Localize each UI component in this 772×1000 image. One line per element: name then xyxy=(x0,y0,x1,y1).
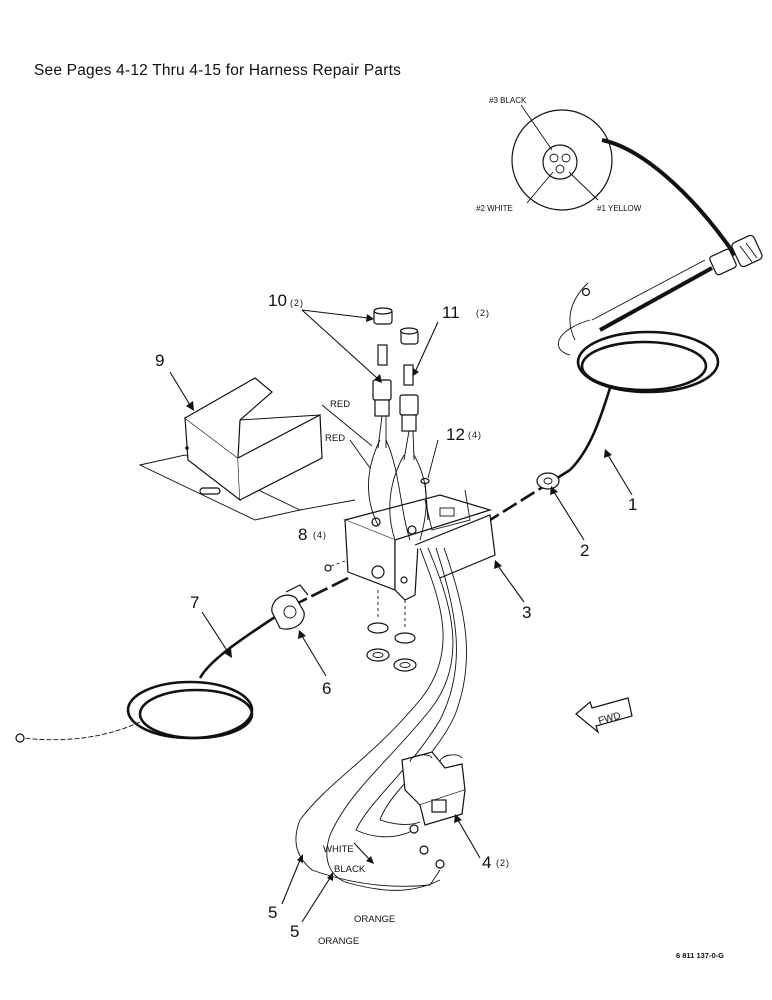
washers-nuts xyxy=(366,590,417,672)
callout-4-qty: (2) xyxy=(496,858,510,868)
callout-12: 12 xyxy=(446,425,465,444)
callout-10: 10 xyxy=(268,291,287,310)
clamp-item6 xyxy=(271,584,309,630)
harness-wires-item5 xyxy=(295,547,467,891)
callout-5a: 5 xyxy=(268,903,277,922)
shield-item9 xyxy=(138,377,356,521)
screw-item8 xyxy=(324,559,349,572)
callout-7: 7 xyxy=(190,593,199,612)
callout-2: 2 xyxy=(580,541,589,560)
callout-1: 1 xyxy=(628,495,637,514)
pin1-label: #1 YELLOW xyxy=(597,204,642,213)
header-note: See Pages 4-12 Thru 4-15 for Harness Rep… xyxy=(34,62,402,79)
grommet-item2 xyxy=(536,472,560,490)
callout-4: 4 xyxy=(482,853,491,872)
callout-labels: 1 2 3 4 (2) 5 5 6 7 8 (4) 9 10 (2) 11 (2… xyxy=(155,291,637,941)
callout-3: 3 xyxy=(522,603,531,622)
wire-black: BLACK xyxy=(334,864,366,875)
pin2-label: #2 WHITE xyxy=(476,204,513,213)
callout-10-qty: (2) xyxy=(290,298,304,308)
callout-9: 9 xyxy=(155,351,164,370)
wire-white: WHITE xyxy=(323,844,354,855)
fwd-arrow: FWD xyxy=(575,697,633,734)
callout-8-qty: (4) xyxy=(313,530,327,540)
bracket-item3 xyxy=(343,489,496,601)
callout-6: 6 xyxy=(322,679,331,698)
leader-lines xyxy=(169,309,633,923)
callout-11-qty: (2) xyxy=(476,308,490,318)
switches-item4 xyxy=(401,751,466,826)
callout-11: 11 xyxy=(442,303,460,322)
drawing-number: 6 811 137-0-G xyxy=(676,951,724,960)
wire-color-labels: RED RED WHITE BLACK ORANGE ORANGE xyxy=(318,399,395,947)
wire-orange-lower: ORANGE xyxy=(318,936,359,947)
wire-red-upper: RED xyxy=(330,399,350,410)
harness-connector xyxy=(558,234,763,356)
cable-coil-item1 xyxy=(489,330,720,522)
callout-12-qty: (4) xyxy=(468,430,482,440)
connector-inset: #3 BLACK #2 WHITE #1 YELLOW xyxy=(476,96,737,257)
callout-8: 8 xyxy=(298,525,307,544)
caps-and-switches xyxy=(321,307,427,541)
wire-red-lower: RED xyxy=(325,433,345,444)
pin3-label: #3 BLACK xyxy=(489,96,527,105)
inset-lead-line xyxy=(601,138,737,257)
wire-orange-upper: ORANGE xyxy=(354,914,395,925)
callout-5b: 5 xyxy=(290,922,299,941)
